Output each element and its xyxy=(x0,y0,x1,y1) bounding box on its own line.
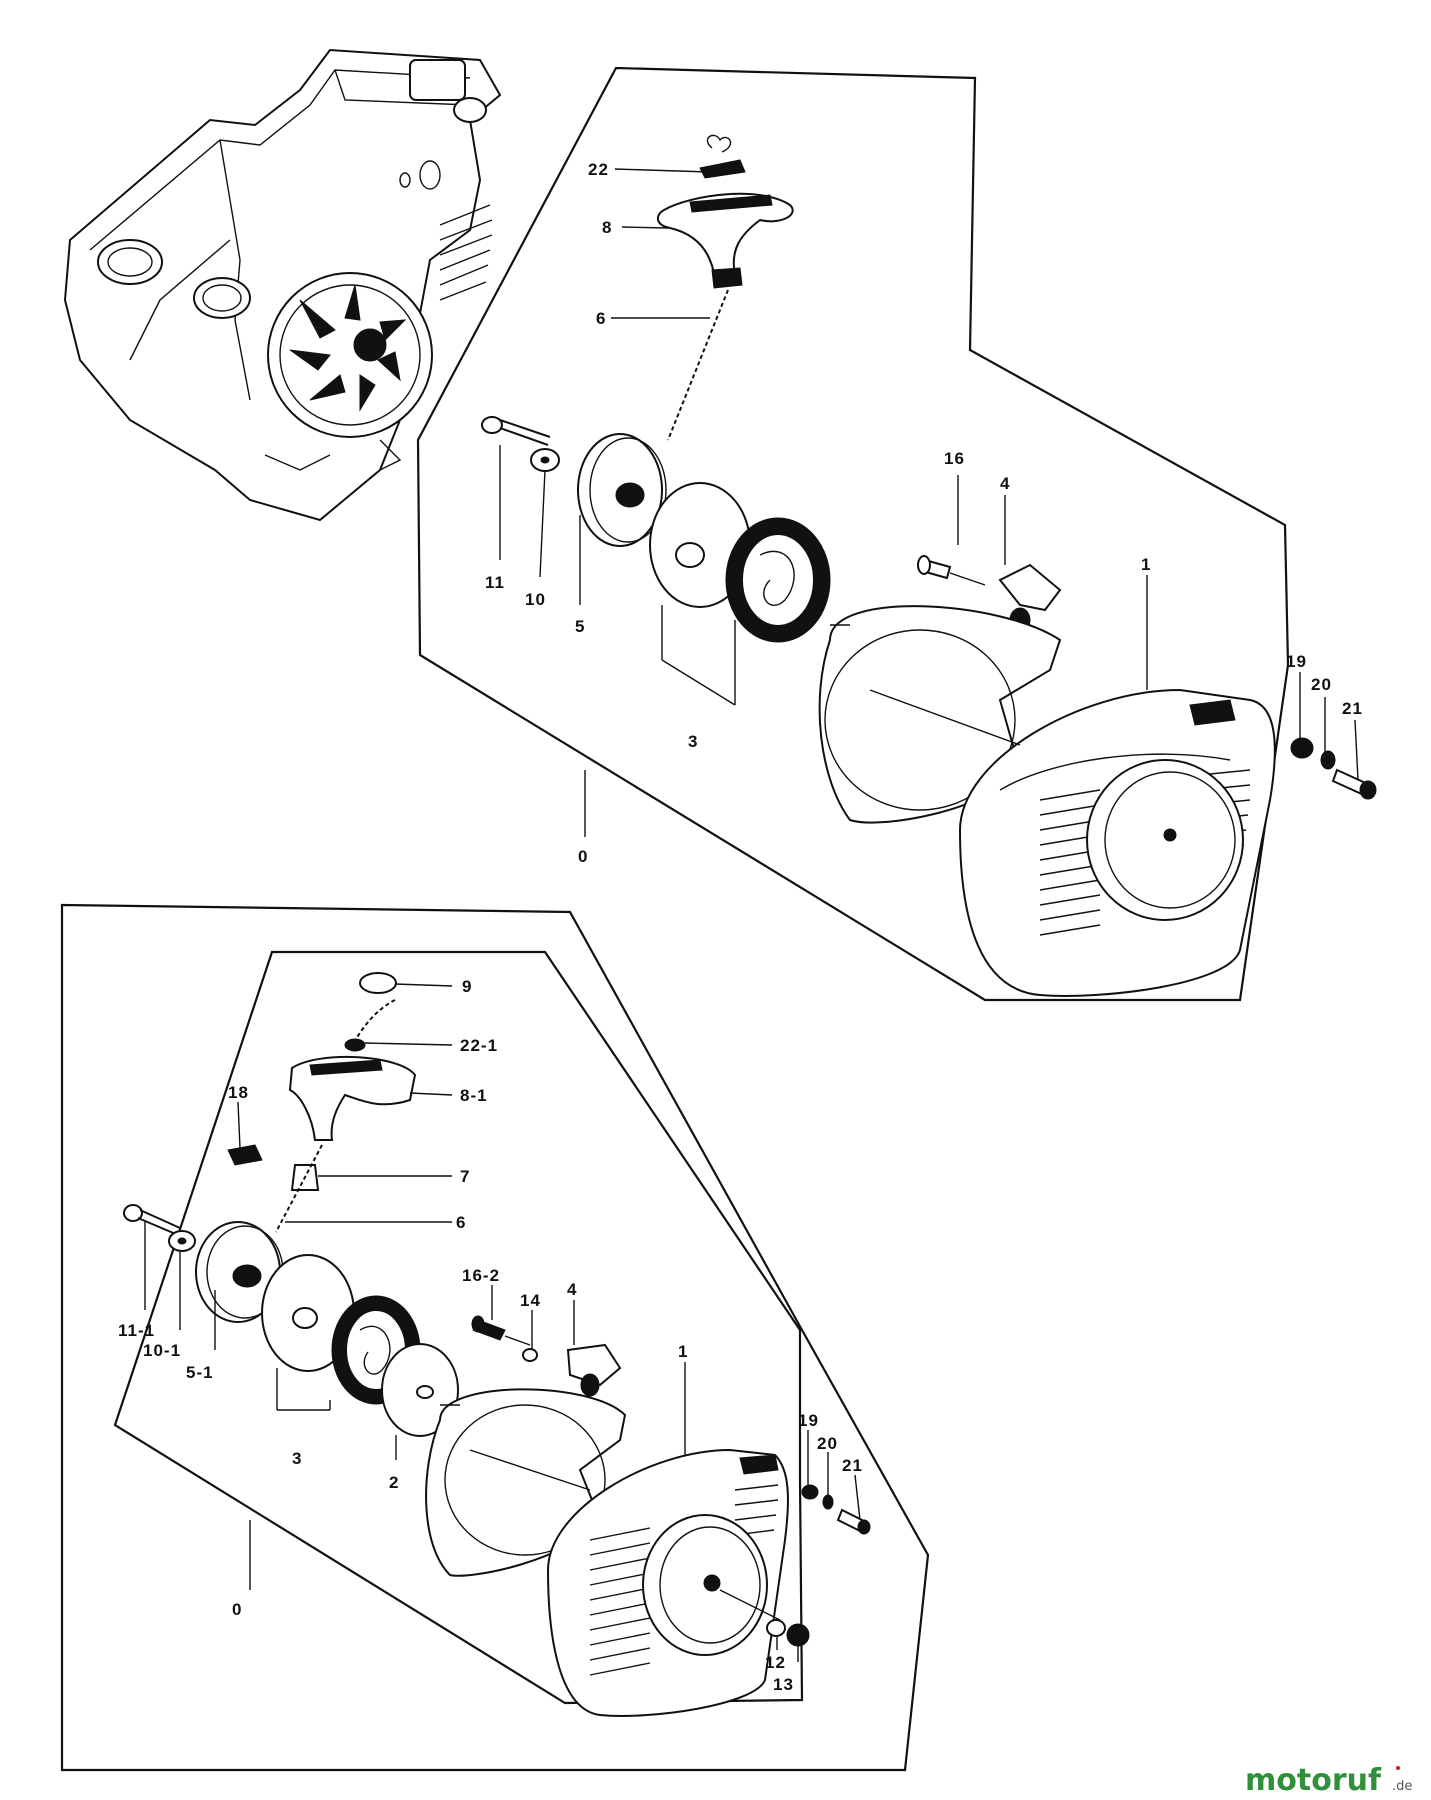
callout-4: 4 xyxy=(1000,474,1010,493)
watermark-brand: motoruf xyxy=(1245,1763,1382,1798)
callout-1: 1 xyxy=(678,1342,688,1361)
callout-2: 2 xyxy=(389,1473,399,1492)
callout-21: 21 xyxy=(1342,699,1363,718)
callout-20: 20 xyxy=(817,1434,838,1453)
callout-6: 6 xyxy=(596,309,606,328)
callout-1: 1 xyxy=(1141,555,1151,574)
callout-21: 21 xyxy=(842,1456,863,1475)
motoruf-watermark: motoruf .de xyxy=(1245,1763,1412,1798)
callout-7: 7 xyxy=(460,1167,470,1186)
callout-18: 18 xyxy=(228,1083,249,1102)
callout-22-1: 22-1 xyxy=(460,1036,498,1055)
callout-19: 19 xyxy=(1286,652,1307,671)
callout-10: 10 xyxy=(525,590,546,609)
callout-5-1: 5-1 xyxy=(186,1363,214,1382)
lower-assembly-frame xyxy=(60,903,930,1772)
callout-4: 4 xyxy=(567,1280,577,1299)
callout-8: 8 xyxy=(602,218,612,237)
lower-leader-lines xyxy=(144,983,861,1662)
callout-22: 22 xyxy=(588,160,609,179)
callout-12: 12 xyxy=(765,1653,786,1672)
callout-3: 3 xyxy=(292,1449,302,1468)
callout-11: 11 xyxy=(485,573,505,592)
callout-8-1: 8-1 xyxy=(460,1086,488,1105)
watermark-dot-icon xyxy=(1396,1766,1400,1770)
callout-5: 5 xyxy=(575,617,585,636)
callout-20: 20 xyxy=(1311,675,1332,694)
upper-callout-labels: 22 8 6 11 10 5 3 16 4 1 19 20 21 0 xyxy=(485,160,1363,866)
callout-9: 9 xyxy=(462,977,472,996)
callout-14: 14 xyxy=(520,1291,541,1310)
callout-0: 0 xyxy=(232,1600,242,1619)
callout-0: 0 xyxy=(578,847,588,866)
callout-19: 19 xyxy=(798,1411,819,1430)
upper-leader-lines xyxy=(499,168,1359,837)
callout-3: 3 xyxy=(688,732,698,751)
callout-13: 13 xyxy=(773,1675,794,1694)
callout-11-1: 11-1 xyxy=(118,1321,155,1340)
watermark-tld: .de xyxy=(1392,1779,1412,1794)
lower-assembly-inner-frame xyxy=(113,950,804,1705)
callout-16-2: 16-2 xyxy=(462,1266,500,1285)
lower-callout-labels: 9 22-1 8-1 18 7 6 11-1 10-1 5-1 3 16-2 1… xyxy=(118,977,863,1694)
callout-6: 6 xyxy=(456,1213,466,1232)
lower-starter-parts xyxy=(123,972,871,1717)
engine-housing-illustration xyxy=(63,48,502,522)
callout-16: 16 xyxy=(944,449,965,468)
callout-10-1: 10-1 xyxy=(143,1341,181,1360)
upper-starter-parts xyxy=(481,134,1377,997)
